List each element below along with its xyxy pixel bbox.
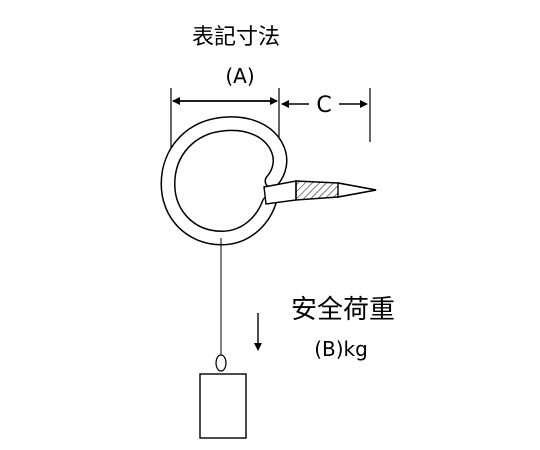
diagram-title: 表記寸法: [192, 25, 280, 50]
eye-ring-fill: [161, 117, 286, 245]
dimension-a-label: (A): [225, 64, 254, 88]
eye-screw-tip: [337, 182, 377, 198]
dimension-c-label: C: [316, 93, 331, 118]
safe-load-unit: (B)kg: [314, 337, 368, 361]
wire-loop: [215, 354, 227, 372]
load-weight: [199, 373, 247, 439]
eye-screw: [160, 116, 377, 246]
safe-load-title: 安全荷重: [291, 295, 395, 325]
